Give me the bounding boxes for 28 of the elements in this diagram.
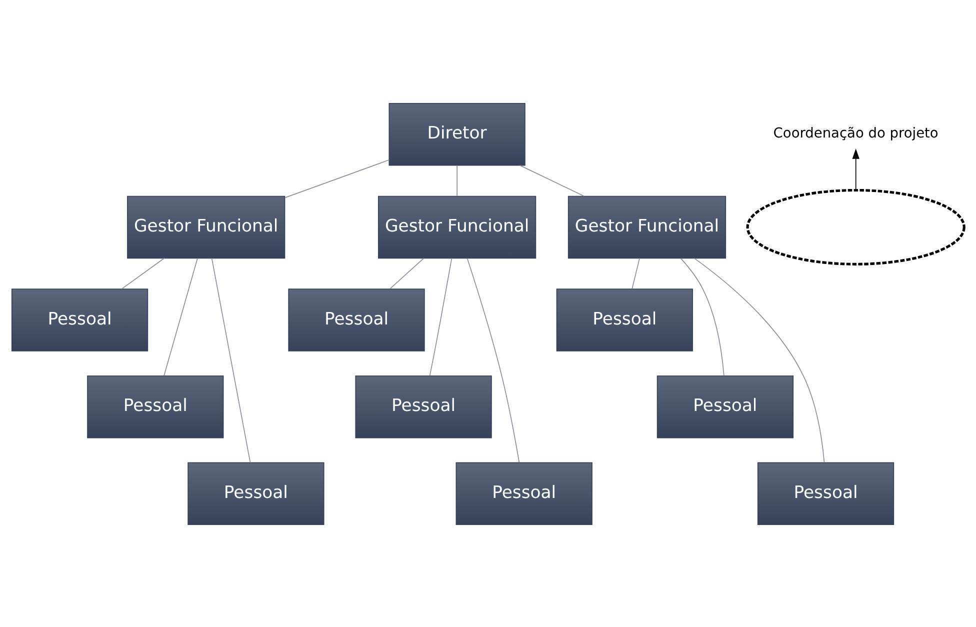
node-ellipse [746,188,966,265]
connector [519,164,584,196]
connector [466,257,520,462]
node-box: Pessoal [188,462,324,524]
node-box: Pessoal [556,288,693,351]
node-box: Gestor Funcional [378,195,536,258]
node-box: Diretor [388,102,526,166]
node-text: Coordenação do projeto [773,125,938,142]
connector [211,257,251,462]
connector [632,257,640,289]
node-box: Pessoal [87,374,224,438]
node-box: Gestor Funcional [127,195,286,258]
node-box: Pessoal [757,462,894,524]
connector [390,257,424,289]
connector [284,158,390,198]
node-box: Pessoal [656,374,794,438]
arrow [852,148,860,190]
node-box: Pessoal [355,374,492,438]
node-box: Gestor Funcional [568,195,726,258]
connector [429,257,452,376]
connector [164,257,198,376]
connector [121,257,165,289]
node-box: Pessoal [11,288,148,351]
node-box: Pessoal [456,462,592,524]
connector [456,164,458,196]
connector [694,257,825,463]
node-box: Pessoal [288,288,425,351]
connector [680,258,724,376]
